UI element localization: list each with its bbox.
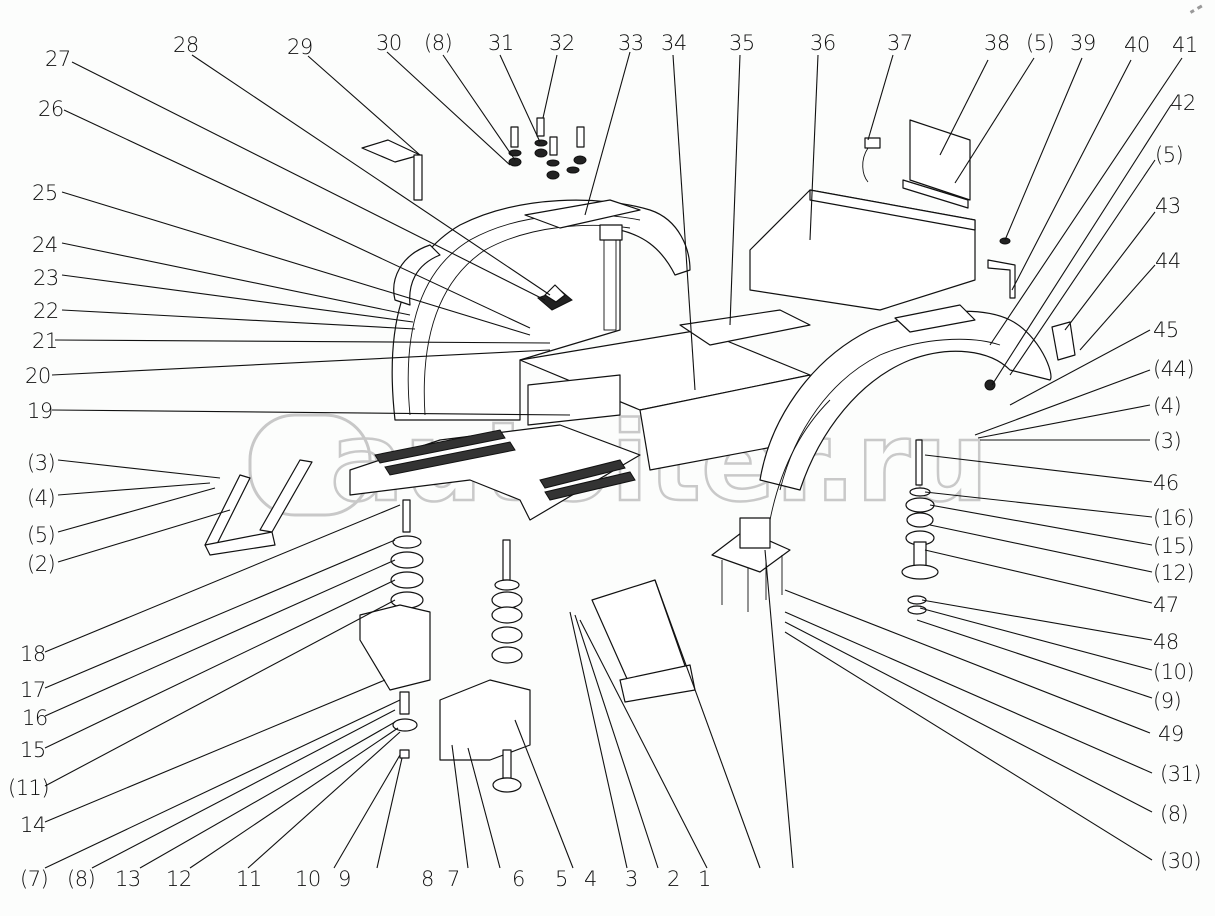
callout-34: 34	[661, 31, 687, 55]
callout-44: 44	[1155, 249, 1181, 273]
callout-12: 12	[166, 867, 192, 891]
callout-23: 23	[33, 266, 59, 290]
callout-2-ref-left: (2)	[27, 552, 55, 576]
callout-6: 6	[512, 867, 525, 891]
callouts-top: 27 28 29 30 (8) 31 32 33 34 35 36 37 38 …	[45, 31, 1198, 115]
callout-5: 5	[555, 867, 568, 891]
leader-lines	[44, 51, 1183, 869]
callout-11: 11	[236, 867, 262, 891]
callout-8: 8	[421, 867, 434, 891]
callouts-left: 26 25 24 23 22 21 20 19 (3) (4) (5) (2) …	[8, 97, 64, 837]
callout-4: 4	[584, 867, 597, 891]
sensor-37	[862, 137, 881, 183]
callout-37: 37	[887, 31, 913, 55]
callout-4-ref-right: (4)	[1153, 394, 1181, 418]
callout-5-ref-top: (5)	[1026, 31, 1054, 55]
left-fender	[391, 199, 691, 421]
left-mount-stack	[359, 499, 431, 759]
callout-2: 2	[667, 867, 680, 891]
bolt-set-30-32	[508, 117, 587, 180]
callout-8-ref-bottom: (8)	[67, 867, 95, 891]
step-bottom	[591, 579, 696, 703]
callout-27: 27	[45, 47, 71, 71]
callout-36: 36	[810, 31, 836, 55]
corner-logo-mark	[1189, 4, 1203, 14]
callouts-right: (5) 43 44 45 (44) (4) (3) 46 (16) (15) (…	[1153, 143, 1202, 873]
callout-20: 20	[25, 364, 51, 388]
callout-48: 48	[1153, 630, 1179, 654]
callout-35: 35	[729, 31, 755, 55]
callout-19: 19	[27, 399, 53, 423]
callout-28: 28	[173, 33, 199, 57]
step-left	[204, 459, 313, 556]
callout-25: 25	[32, 181, 58, 205]
callout-46: 46	[1153, 471, 1179, 495]
callout-13: 13	[115, 867, 141, 891]
bracket-43	[1051, 321, 1076, 361]
callout-43: 43	[1155, 194, 1181, 218]
callout-3: 3	[625, 867, 638, 891]
callout-5-ref-left: (5)	[27, 523, 55, 547]
callout-40: 40	[1124, 33, 1150, 57]
callout-11-ref: (11)	[8, 776, 49, 800]
plug-39	[999, 237, 1011, 245]
callout-18: 18	[20, 642, 46, 666]
shift-boot	[537, 284, 573, 311]
callout-14: 14	[20, 813, 46, 837]
callout-45: 45	[1153, 318, 1179, 342]
callout-24: 24	[32, 233, 58, 257]
callout-32: 32	[549, 31, 575, 55]
callout-31-ref: (31)	[1160, 762, 1201, 786]
callout-7: 7	[447, 867, 460, 891]
bracket-29	[361, 139, 423, 201]
callout-9: 9	[338, 867, 351, 891]
callout-3-ref-right: (3)	[1153, 429, 1181, 453]
callout-47: 47	[1153, 593, 1179, 617]
callout-5-ref-right: (5)	[1155, 143, 1183, 167]
callout-31: 31	[488, 31, 514, 55]
callout-7-ref: (7)	[20, 867, 48, 891]
callout-10: 10	[295, 867, 321, 891]
callout-42: 42	[1170, 91, 1196, 115]
callout-4-ref-left: (4)	[27, 486, 55, 510]
callout-1: 1	[698, 867, 711, 891]
callout-41: 41	[1172, 33, 1198, 57]
callouts-bottom: (7) (8) 13 12 11 10 9 8 7 6 5 4 3 2 1	[20, 867, 711, 891]
callout-26: 26	[38, 97, 64, 121]
callout-49: 49	[1158, 722, 1184, 746]
callout-29: 29	[287, 35, 313, 59]
callout-38: 38	[984, 31, 1010, 55]
floor-grate	[349, 424, 641, 521]
callout-17: 17	[20, 678, 46, 702]
callout-33: 33	[618, 31, 644, 55]
callout-8-ref-right: (8)	[1160, 802, 1188, 826]
callout-22: 22	[33, 299, 59, 323]
right-fender	[759, 304, 1052, 521]
callout-30: 30	[376, 31, 402, 55]
cab-floor-platform	[519, 189, 976, 471]
callout-16: 16	[22, 706, 48, 730]
center-mount-stack	[439, 539, 531, 793]
callout-30-ref: (30)	[1160, 849, 1201, 873]
callout-8-ref: (8)	[424, 31, 452, 55]
callout-3-ref-left: (3)	[27, 451, 55, 475]
callout-10-ref: (10)	[1153, 660, 1194, 684]
callout-21: 21	[32, 329, 58, 353]
callout-39: 39	[1070, 31, 1096, 55]
callout-16-ref: (16)	[1153, 506, 1194, 530]
plate-38	[902, 119, 971, 209]
bracket-40	[987, 259, 1016, 299]
callout-12-ref: (12)	[1153, 561, 1194, 585]
callout-15-ref: (15)	[1153, 534, 1194, 558]
mount-bracket-1	[711, 517, 791, 612]
right-mount-stack	[901, 439, 939, 615]
callout-15: 15	[20, 738, 46, 762]
callout-9-ref: (9)	[1153, 689, 1181, 713]
callout-44-ref: (44)	[1153, 357, 1194, 381]
